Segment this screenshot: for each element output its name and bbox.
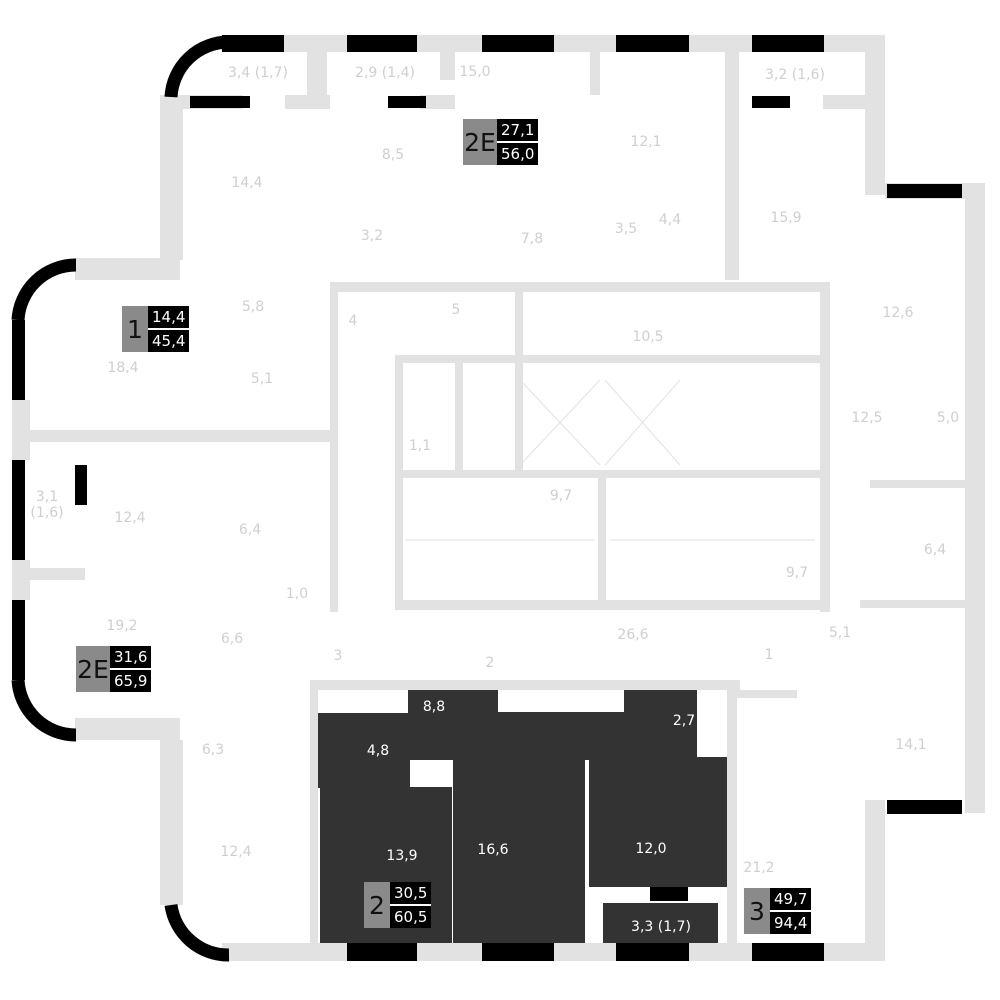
apartment-type: 2: [364, 882, 390, 928]
room-area: 9,7: [785, 565, 809, 581]
room-area: 5,8: [241, 299, 265, 315]
room-area: 6,3: [201, 742, 225, 758]
total-area: 45,4: [152, 332, 186, 350]
section-number: 4: [348, 313, 358, 329]
room-area: 12,5: [851, 410, 883, 426]
total-area: 94,4: [774, 914, 808, 932]
apartment-badge[interactable]: 1 14,4 45,4: [122, 306, 190, 352]
room-area: 6,4: [923, 542, 947, 558]
room-area: 15,9: [770, 210, 802, 226]
apartment-badge[interactable]: 3 49,7 94,4: [744, 888, 812, 934]
room-area: 5,1: [828, 625, 852, 641]
living-area: 27,1: [497, 119, 539, 143]
room-area: 6,6: [220, 631, 244, 647]
room-area: 10,5: [632, 329, 664, 345]
apartment-type: 2E: [76, 646, 110, 692]
selected-room-area: 4,8: [366, 743, 390, 759]
section-number: 2: [485, 655, 495, 671]
apartment-badge[interactable]: 2 30,5 60,5: [364, 882, 432, 928]
room-area: 3,1 (1,6): [30, 489, 64, 521]
living-area: 31,6: [110, 646, 152, 670]
windows: [12, 35, 962, 961]
room-area: 12,4: [220, 844, 252, 860]
selected-room-area: 16,6: [477, 842, 509, 858]
total-area: 60,5: [394, 908, 428, 926]
room-area: 1,0: [285, 586, 309, 602]
room-area: 4,4: [658, 212, 682, 228]
selected-room-area: 12,0: [635, 841, 667, 857]
living-area: 14,4: [148, 306, 190, 330]
section-number: 5: [451, 302, 461, 318]
total-area: 65,9: [114, 672, 148, 690]
apartment-badge[interactable]: 2E 31,6 65,9: [76, 646, 152, 692]
room-area: 12,6: [882, 305, 914, 321]
room-area: 21,2: [743, 860, 775, 876]
apartment-type: 3: [744, 888, 770, 934]
room-area: 18,4: [107, 360, 139, 376]
room-area: 3,5: [614, 221, 638, 237]
room-area: 14,1: [895, 737, 927, 753]
room-area: 26,6: [617, 627, 649, 643]
selected-room-area: 2,7: [672, 713, 696, 729]
room-area: 19,2: [106, 618, 138, 634]
apartment-type: 2E: [463, 119, 497, 165]
room-area: 9,7: [549, 488, 573, 504]
room-area: 3,2 (1,6): [765, 67, 825, 83]
selected-room-area: 13,9: [386, 848, 418, 864]
room-area: 14,4: [231, 175, 263, 191]
room-area: 8,5: [381, 147, 405, 163]
room-area: 12,4: [114, 510, 146, 526]
room-area: 1,1: [408, 438, 432, 454]
total-area: 56,0: [501, 145, 535, 163]
selected-room-area: 3,3 (1,7): [631, 919, 691, 935]
section-number: 3: [333, 648, 343, 664]
room-area: 7,8: [520, 231, 544, 247]
room-area: 5,0: [936, 410, 960, 426]
room-area: 6,4: [238, 522, 262, 538]
living-area: 30,5: [390, 882, 432, 906]
room-area: 3,4 (1,7): [228, 65, 288, 81]
selected-room-area: 8,8: [422, 699, 446, 715]
room-area: 3,2: [360, 228, 384, 244]
apartment-badge[interactable]: 2E 27,1 56,0: [463, 119, 539, 165]
curved-windows: [11, 35, 230, 962]
stairs: [405, 379, 815, 541]
living-area: 49,7: [770, 888, 812, 912]
room-area: 2,9 (1,4): [355, 65, 415, 81]
room-area: 5,1: [250, 371, 274, 387]
room-area: 12,1: [630, 134, 662, 150]
apartment-type: 1: [122, 306, 148, 352]
room-area: 15,0: [459, 64, 491, 80]
section-number: 1: [764, 647, 774, 663]
